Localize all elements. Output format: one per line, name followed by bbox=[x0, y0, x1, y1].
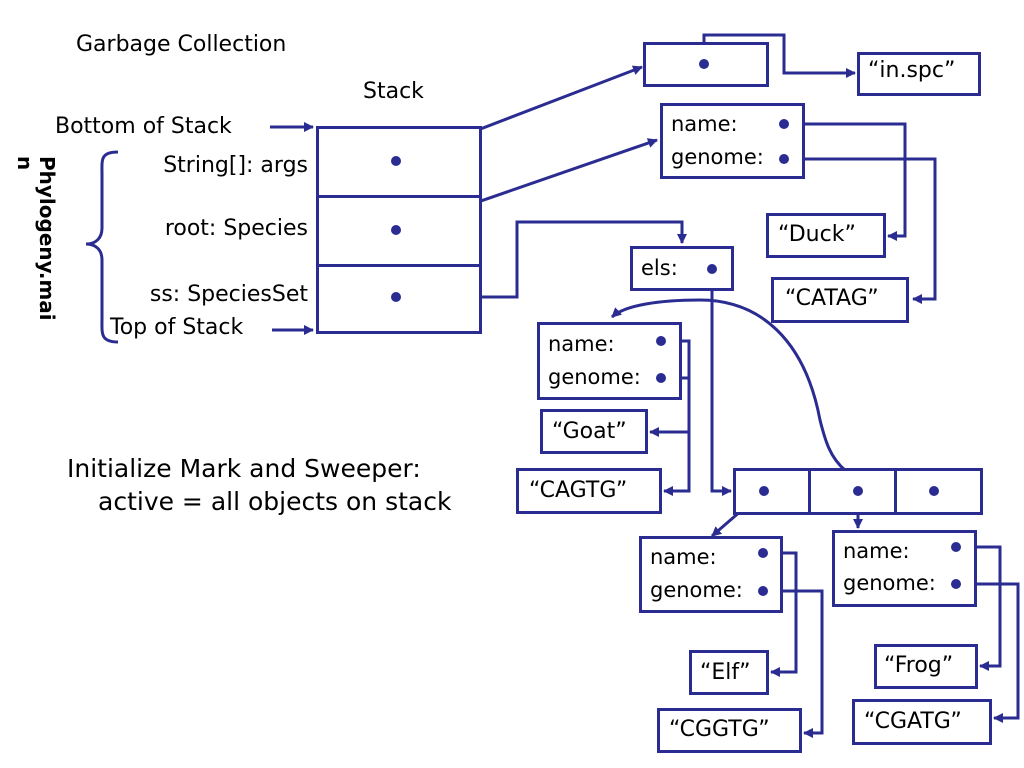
in-spc-text: “in.spc” bbox=[868, 58, 956, 83]
cggtg-text: “CGGTG” bbox=[669, 717, 770, 742]
elf-species-box bbox=[639, 536, 783, 613]
root-genome-line bbox=[784, 157, 937, 304]
frame-args-label: String[]: args bbox=[163, 153, 308, 178]
elf-name-field: name: bbox=[650, 545, 717, 569]
frog-species-box bbox=[832, 530, 977, 607]
elf-genome-line bbox=[763, 589, 824, 738]
bottom-of-stack-label: Bottom of Stack bbox=[55, 114, 232, 139]
elem1-dot bbox=[853, 486, 863, 496]
caption-line-2: active = all objects on stack bbox=[98, 487, 452, 516]
elf-genome-dot bbox=[758, 586, 768, 596]
frame-ss-label: ss: SpeciesSet bbox=[149, 282, 308, 307]
root-name-dot bbox=[779, 119, 789, 129]
root-genome-field: genome: bbox=[671, 145, 764, 169]
in-spc-box bbox=[857, 52, 981, 96]
elem2-dot bbox=[929, 486, 939, 496]
elem0-dot bbox=[759, 486, 769, 496]
root-genome-dot bbox=[779, 154, 789, 164]
stack-heading: Stack bbox=[363, 79, 424, 104]
els-dot bbox=[707, 264, 717, 274]
goat-box bbox=[540, 409, 648, 454]
elf-text: “Elf” bbox=[700, 660, 751, 685]
duck-text: “Duck” bbox=[778, 222, 856, 247]
caption-line-1: Initialize Mark and Sweeper: bbox=[67, 454, 421, 483]
goat-name-dot bbox=[656, 336, 666, 346]
frog-name-line bbox=[956, 545, 1002, 671]
frog-genome-line bbox=[956, 582, 1020, 723]
frog-box bbox=[874, 644, 978, 689]
ss-pointer-dot bbox=[391, 292, 401, 302]
method-brace bbox=[85, 150, 119, 344]
goat-species-box bbox=[537, 322, 682, 400]
page-title: Garbage Collection bbox=[76, 32, 287, 57]
method-name-label: Phylogeny.mai n bbox=[13, 156, 59, 321]
goat-genome-dot bbox=[656, 373, 666, 383]
root-name-field: name: bbox=[671, 112, 738, 136]
cagtg-text: “CAGTG” bbox=[529, 478, 628, 503]
goat-text: “Goat” bbox=[552, 419, 627, 444]
els-pointer-line bbox=[710, 269, 732, 496]
goat-genome-field: genome: bbox=[548, 365, 641, 389]
elf-genome-field: genome: bbox=[650, 578, 743, 602]
root-species-box bbox=[660, 103, 805, 179]
frog-name-dot bbox=[951, 542, 961, 552]
elf-name-dot bbox=[758, 548, 768, 558]
els-array-cell-divider-1 bbox=[808, 468, 811, 515]
frog-genome-dot bbox=[951, 579, 961, 589]
root-name-line bbox=[784, 122, 907, 241]
els-field: els: bbox=[641, 256, 678, 280]
array-elem-dot bbox=[699, 59, 709, 69]
catag-box bbox=[771, 277, 909, 323]
cgatg-text: “CGATG” bbox=[864, 709, 962, 734]
frog-text: “Frog” bbox=[884, 653, 954, 678]
elf-box bbox=[689, 650, 769, 695]
cggtg-box bbox=[657, 708, 802, 753]
frog-name-field: name: bbox=[843, 539, 910, 563]
catag-text: “CATAG” bbox=[785, 286, 879, 311]
frog-genome-field: genome: bbox=[843, 571, 936, 595]
top-of-stack-label: Top of Stack bbox=[110, 315, 244, 340]
els-array-cell-divider-2 bbox=[894, 468, 897, 515]
duck-box bbox=[766, 213, 886, 258]
root-pointer-dot bbox=[391, 225, 401, 235]
frame-root-label: root: Species bbox=[164, 216, 308, 241]
cagtg-box bbox=[516, 468, 662, 514]
args-pointer-dot bbox=[391, 156, 401, 166]
goat-name-field: name: bbox=[548, 332, 615, 356]
cgatg-box bbox=[852, 699, 992, 745]
